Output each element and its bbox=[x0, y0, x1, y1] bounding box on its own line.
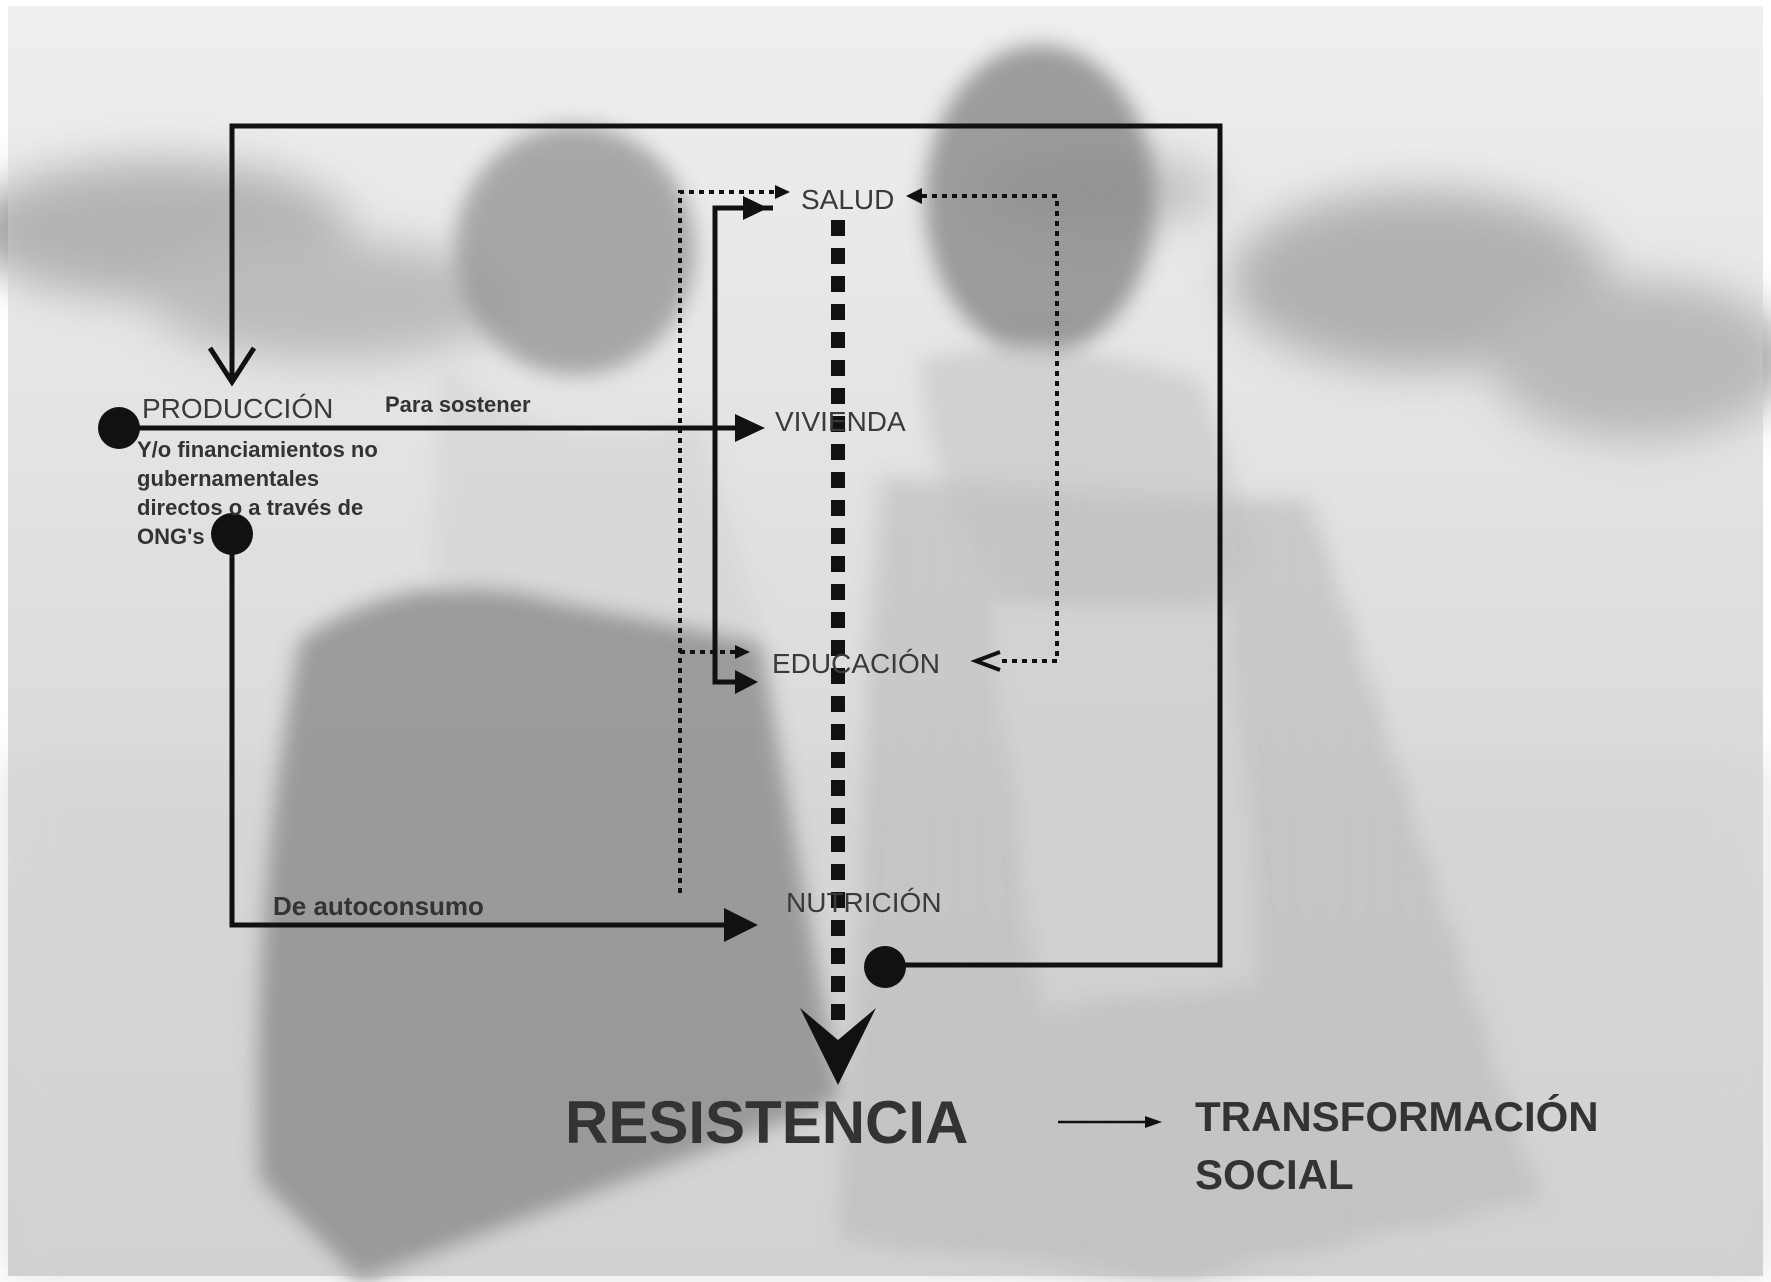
dotted-right-loop bbox=[922, 194, 1059, 663]
edge-label-financiamientos-line3: directos o a través de bbox=[137, 495, 363, 520]
dotted-left-arrowhead-educacion bbox=[735, 645, 750, 659]
node-vivienda: VIVIENDA bbox=[775, 406, 906, 437]
nutricion-start-dot bbox=[864, 946, 906, 988]
resistencia-to-transformacion-arrowhead bbox=[1145, 1116, 1162, 1128]
dotted-left-arrowhead-salud bbox=[775, 185, 790, 199]
edge-label-para-sostener: Para sostener bbox=[385, 392, 531, 417]
bracket-arrowhead-salud bbox=[743, 196, 768, 220]
feedback-loop-arrow bbox=[229, 123, 1223, 968]
node-salud: SALUD bbox=[801, 184, 894, 215]
node-resistencia: RESISTENCIA bbox=[565, 1089, 968, 1156]
edge-label-financiamientos-line1: Y/o financiamientos no bbox=[137, 437, 378, 462]
salud-educacion-bracket bbox=[712, 205, 773, 685]
node-educacion: EDUCACIÓN bbox=[772, 648, 940, 679]
central-spine-arrowhead bbox=[800, 1008, 876, 1085]
edge-label-financiamientos-line2: gubernamentales bbox=[137, 466, 319, 491]
autoconsumo-arrowhead bbox=[724, 908, 758, 942]
node-produccion: PRODUCCIÓN bbox=[142, 393, 333, 424]
feedback-loop-arrowhead bbox=[207, 346, 257, 387]
bracket-arrowhead-educacion bbox=[735, 670, 758, 694]
dotted-right-arrowhead-educacion bbox=[970, 650, 1001, 672]
node-nutricion: NUTRICIÓN bbox=[786, 887, 942, 918]
dotted-right-arrowhead-salud bbox=[906, 188, 922, 204]
node-transformacion-line2: SOCIAL bbox=[1195, 1151, 1354, 1198]
edge-label-autoconsumo: De autoconsumo bbox=[273, 891, 484, 921]
right-figure bbox=[840, 45, 1540, 1280]
edge-label-financiamientos-line4: ONG's bbox=[137, 524, 205, 549]
node-transformacion-line1: TRANSFORMACIÓN bbox=[1195, 1092, 1599, 1140]
produccion-to-vivienda-arrowhead bbox=[735, 414, 765, 442]
autoconsumo-line bbox=[229, 534, 740, 928]
dotted-left-loop bbox=[678, 190, 778, 893]
left-figure bbox=[258, 125, 840, 1280]
photo-fade bbox=[8, 6, 1763, 1276]
